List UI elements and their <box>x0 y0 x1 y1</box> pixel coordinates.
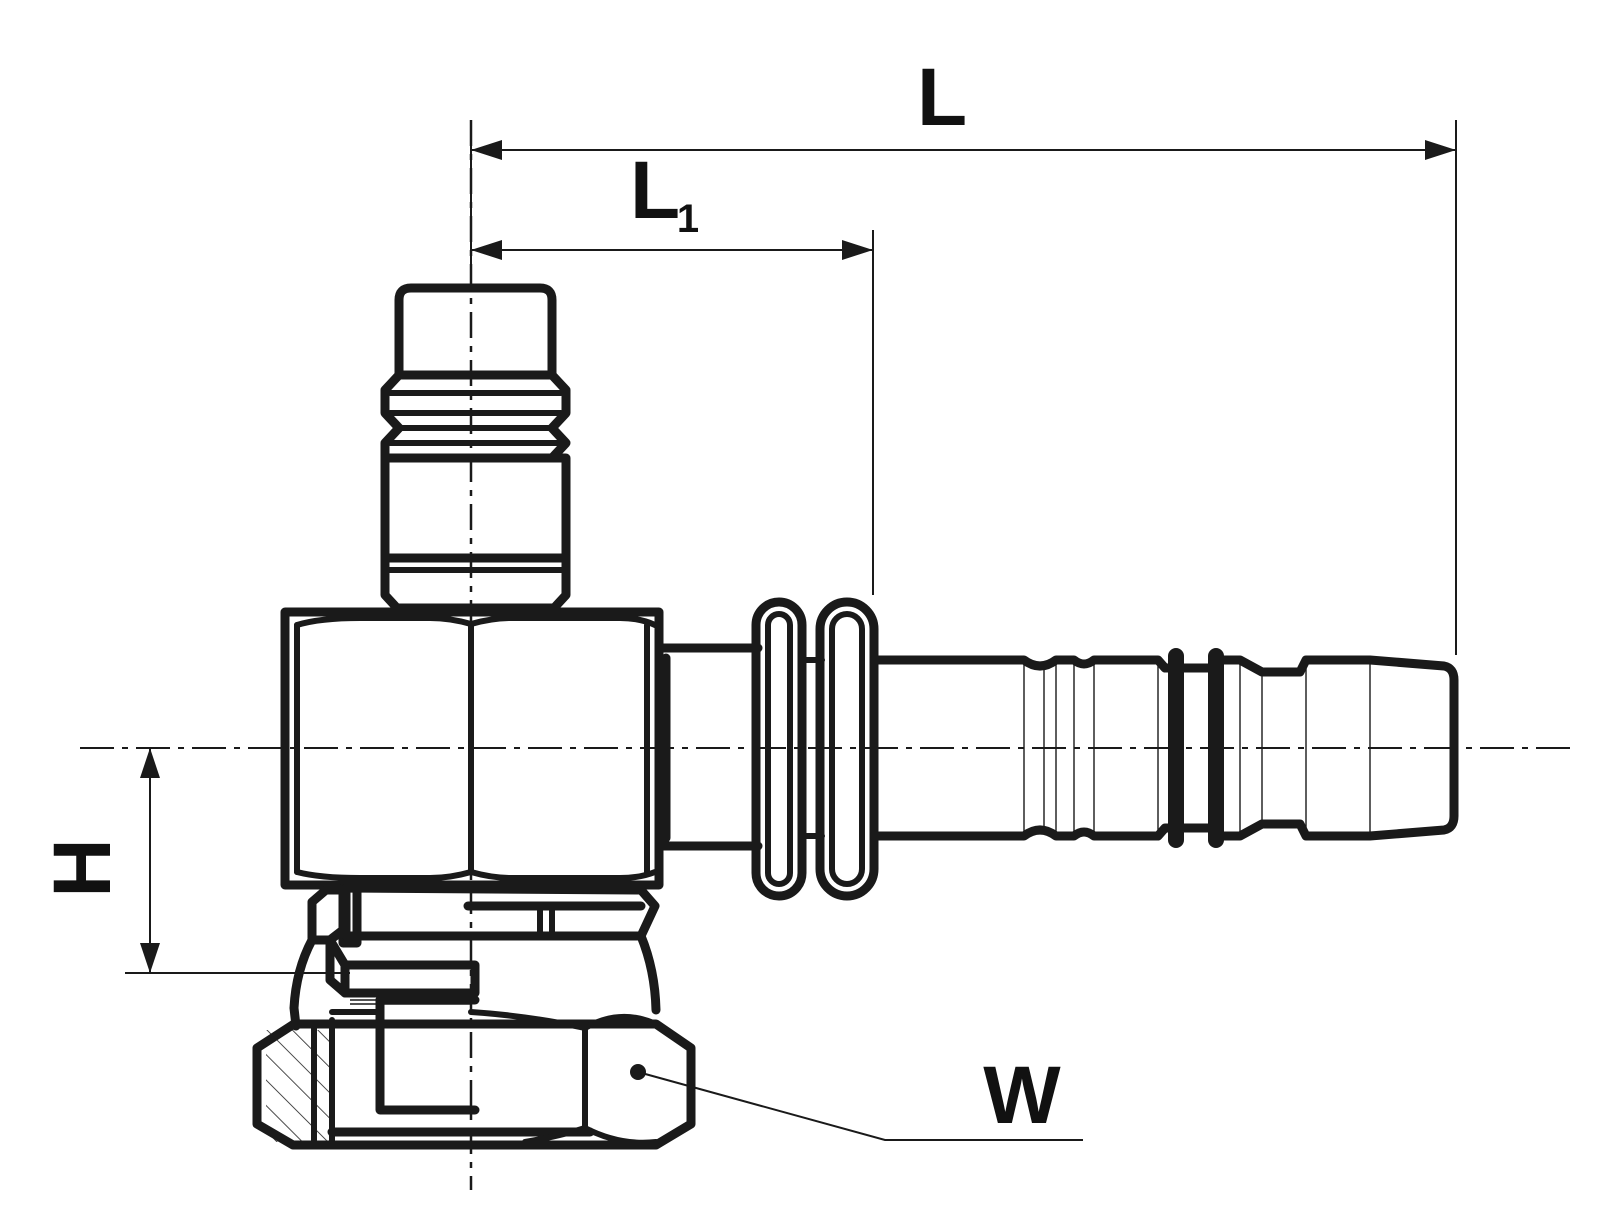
swivel-nut-upper-left <box>307 885 348 945</box>
arrowhead-h-top-icon <box>140 748 160 778</box>
leader-line-w <box>637 1071 1083 1141</box>
dimension-label-l1-subscript: 1 <box>677 197 699 241</box>
hex-nut-bore <box>375 995 480 1115</box>
o-ring-groove-1 <box>1168 648 1184 848</box>
connector-tip <box>394 283 557 380</box>
arrowhead-h-bottom-icon <box>140 943 160 973</box>
dimension-l1: L 1 <box>471 145 874 595</box>
o-ring-groove-2 <box>1208 648 1224 848</box>
arrowhead-l1-right-icon <box>842 240 873 260</box>
swivel-nut-upper-right <box>341 883 660 941</box>
dimension-w: W <box>630 1050 1083 1141</box>
main-block-inner-bottom <box>294 869 658 881</box>
flange-left <box>751 597 807 901</box>
flange-left-inner <box>765 611 793 887</box>
dimension-label-h: H <box>37 838 128 897</box>
center-lines <box>80 120 1570 1190</box>
dimension-h: H <box>37 748 350 974</box>
hose-tail <box>869 648 1459 848</box>
arrowhead-left-icon <box>471 140 502 160</box>
dimension-label-w: W <box>983 1050 1061 1141</box>
swivel-nut-collar-right <box>636 931 661 1015</box>
swivel-seat-step <box>325 935 350 998</box>
main-block-inner-top <box>294 615 658 628</box>
arrowhead-right-icon <box>1425 140 1456 160</box>
top-male-connector <box>380 283 571 613</box>
flange-right <box>815 597 879 901</box>
arrowhead-l1-left-icon <box>471 240 502 260</box>
flange-right-inner <box>829 611 865 887</box>
swivel-nut-collar-left <box>289 935 317 1031</box>
dimension-label-l: L <box>917 52 967 143</box>
side-neck-and-flanges <box>654 597 879 901</box>
dimension-label-l1: L <box>630 145 680 236</box>
hex-nut-hatched-section <box>266 1030 332 1142</box>
dimension-l: L <box>470 52 1457 655</box>
bottom-swivel-nut <box>252 883 696 1150</box>
connector-neck <box>380 553 571 613</box>
hose-tail-outline <box>869 655 1459 841</box>
swivel-inner-seat <box>340 960 480 998</box>
connector-body <box>380 453 571 563</box>
